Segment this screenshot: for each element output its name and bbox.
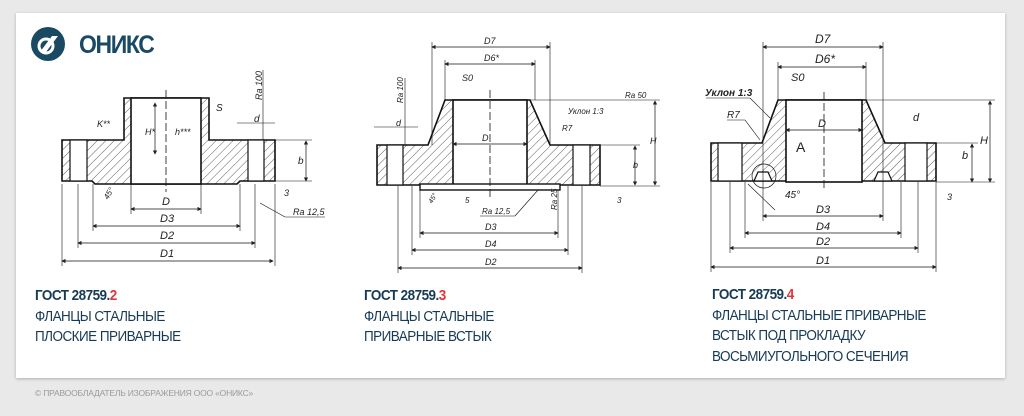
- standard-number: ГОСТ 28759.: [364, 287, 439, 304]
- caption-line: ФЛАНЦЫ СТАЛЬНЫЕ: [35, 307, 165, 325]
- dim-d-hole: d: [396, 118, 402, 128]
- dim-d7: D7: [815, 32, 832, 46]
- dim-d7: D7: [484, 36, 496, 46]
- label-r7: R7: [562, 124, 573, 133]
- dim-s0: S0: [462, 73, 473, 83]
- dim-d4: D4: [816, 221, 830, 233]
- dim-d-hole: d: [254, 114, 260, 125]
- dim-s0: S0: [791, 72, 805, 84]
- dim-3: 3: [947, 192, 952, 202]
- dim-d2: D2: [485, 257, 497, 267]
- dim-h-star: H*: [145, 127, 155, 137]
- roughness-ra125: Ra 12,5: [482, 207, 511, 216]
- dim-3: 3: [617, 196, 622, 205]
- roughness-ra25: Ra 25: [550, 188, 559, 210]
- onyx-logo-icon: [31, 27, 65, 61]
- dim-h: H: [650, 136, 657, 146]
- caption-gost-28759-4: ГОСТ 28759.4 ФЛАНЦЫ СТАЛЬНЫЕ ПРИВАРНЫЕ В…: [712, 285, 926, 367]
- caption-line: ПРИВАРНЫЕ ВСТЫК: [364, 328, 492, 345]
- caption-line: ВСТЫК ПОД ПРОКЛАДКУ: [712, 327, 866, 344]
- copyright-footer: © ПРАВООБЛАДАТЕЛЬ ИЗОБРАЖЕНИЯ ООО «ОНИКС…: [35, 388, 254, 398]
- angle-45: 45°: [785, 190, 800, 201]
- roughness-ra50: Ra 50: [625, 91, 647, 100]
- dim-d1: D1: [816, 255, 830, 267]
- dim-d1: D1: [160, 248, 174, 260]
- label-slope: Уклон 1:3: [705, 88, 753, 99]
- standard-part: 2: [109, 287, 117, 304]
- angle-45: 45°: [102, 185, 116, 201]
- caption-line: ПЛОСКИЕ ПРИВАРНЫЕ: [35, 328, 181, 345]
- dim-d: D: [162, 196, 170, 208]
- dim-d-hole: d: [913, 112, 920, 124]
- dim-s: S: [216, 103, 223, 114]
- drawing-flat-flange: [61, 70, 325, 266]
- dim-d: D: [482, 133, 489, 143]
- angle-45: 45°: [427, 192, 439, 205]
- standard-number: ГОСТ 28759.: [35, 287, 110, 304]
- standard-part: 3: [438, 287, 446, 304]
- roughness-ra100: Ra 100: [254, 71, 264, 100]
- dim-k: K**: [97, 119, 111, 129]
- roughness-ra100: Ra 100: [396, 77, 405, 103]
- dim-d3: D3: [160, 213, 175, 225]
- dim-3: 3: [284, 188, 289, 198]
- drawing-ring-joint-flange: [706, 42, 995, 272]
- standard-number: ГОСТ 28759.: [712, 286, 787, 303]
- dim-d6: D6*: [484, 53, 500, 63]
- dim-5: 5: [465, 196, 470, 205]
- dim-d3: D3: [816, 204, 831, 216]
- roughness-ra125: Ra 12,5: [293, 207, 326, 217]
- caption-line: ФЛАНЦЫ СТАЛЬНЫЕ: [364, 307, 494, 325]
- dim-d3: D3: [485, 222, 497, 232]
- drawing-flat-flange-labels: D D3 D2 D1 S d b 3 H* h*** K** Ra 100 Ra…: [97, 71, 326, 260]
- label-r7: R7: [727, 110, 740, 121]
- label-slope: Уклон 1:3: [567, 107, 604, 116]
- caption-gost-28759-2: ГОСТ 28759.2 ФЛАНЦЫ СТАЛЬНЫЕ ПЛОСКИЕ ПРИ…: [35, 286, 181, 348]
- drawing-ring-joint-flange-labels: D7 D6* S0 D A D3 D4 D2 D1 d b H 3 Уклон …: [705, 32, 988, 267]
- dim-b: b: [633, 160, 638, 170]
- drawing-weld-neck-flange-labels: D7 D6* S0 D D3 D4 D2 d b H 3 5 Уклон 1:3…: [396, 36, 657, 267]
- dim-h: H: [980, 135, 988, 147]
- brand-logo-text: ОНИКС: [79, 31, 155, 59]
- detail-a-label: A: [796, 139, 806, 155]
- dim-h-triple: h***: [175, 127, 191, 137]
- content-card: [16, 13, 1005, 378]
- dim-d2: D2: [160, 230, 174, 242]
- dim-d4: D4: [485, 239, 497, 249]
- dim-d: D: [818, 118, 826, 130]
- drawing-weld-neck-flange: [374, 42, 660, 273]
- dim-d2: D2: [816, 236, 830, 248]
- dim-d6: D6*: [815, 52, 835, 66]
- dim-b: b: [962, 150, 968, 162]
- dim-b: b: [298, 156, 304, 167]
- standard-part: 4: [786, 286, 794, 303]
- caption-line: ФЛАНЦЫ СТАЛЬНЫЕ ПРИВАРНЫЕ: [712, 306, 926, 324]
- caption-line: ВОСЬМИУГОЛЬНОГО СЕЧЕНИЯ: [712, 347, 909, 365]
- caption-gost-28759-3: ГОСТ 28759.3 ФЛАНЦЫ СТАЛЬНЫЕ ПРИВАРНЫЕ В…: [364, 286, 494, 348]
